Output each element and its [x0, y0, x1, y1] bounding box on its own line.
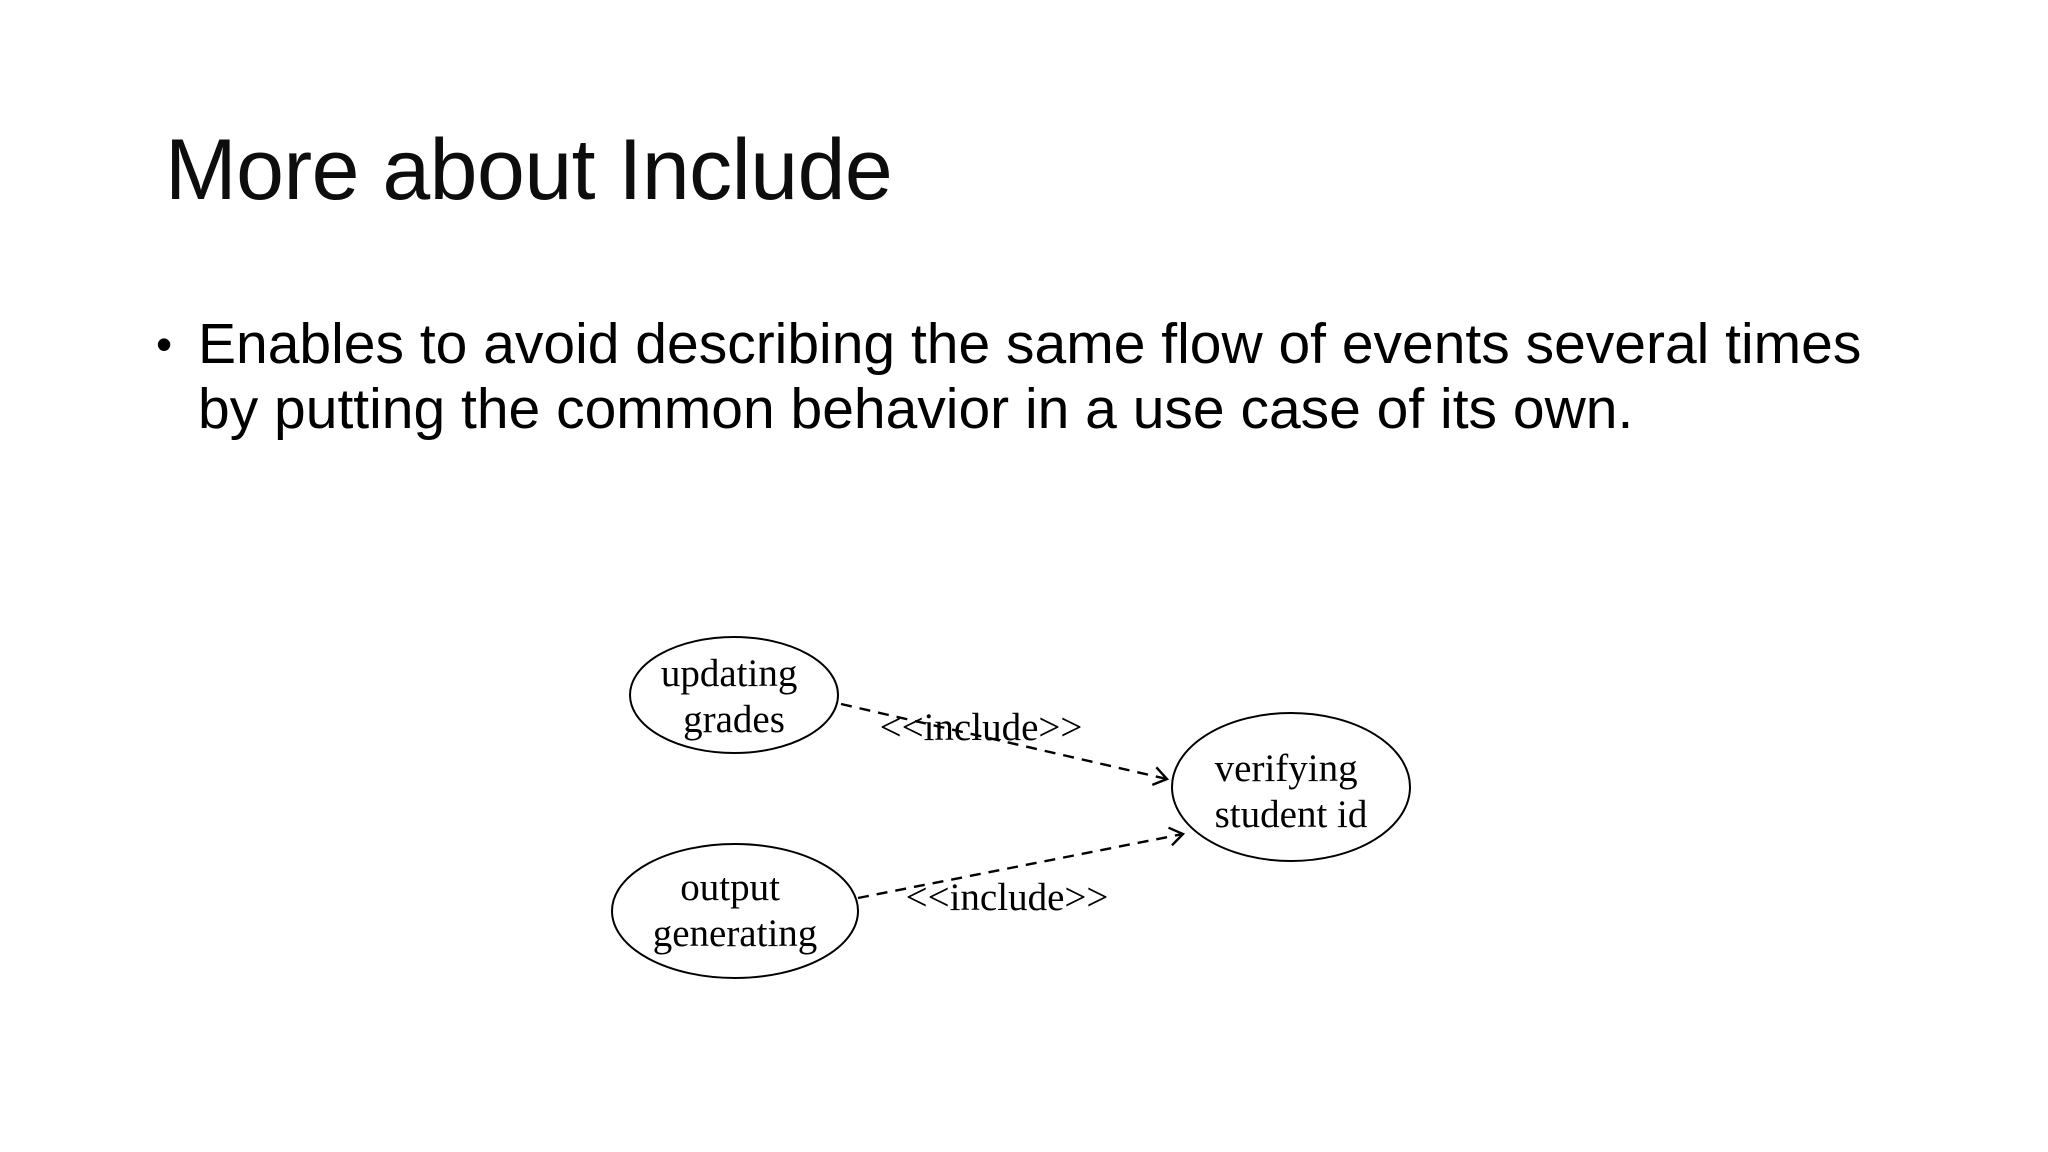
include-stereotype-label: <<include>>: [906, 876, 1109, 919]
bullet-marker: •: [156, 318, 173, 370]
slide-title: More about Include: [165, 122, 893, 218]
ellipse-output-generating: [611, 843, 859, 979]
use-case-label: updating grades: [661, 652, 807, 741]
ellipse-verifying-student-id: [1171, 712, 1411, 862]
include-edge-output-to-verifying: <<include>>: [857, 826, 1186, 919]
dashed-arrow: [857, 826, 1186, 900]
use-case-label: verifying student id: [1215, 747, 1368, 836]
include-edge-updating-to-verifying: <<include>>: [840, 702, 1170, 786]
bullet-text: Enables to avoid describing the same flo…: [198, 312, 1862, 441]
use-case-verifying-student-id: verifying student id: [1171, 712, 1411, 862]
use-case-output-generating: output generating: [611, 843, 859, 979]
use-case-updating-grades: updating grades: [629, 636, 839, 754]
use-case-label: output generating: [653, 866, 818, 955]
bullet-item: • Enables to avoid describing the same f…: [156, 312, 1918, 442]
include-stereotype-label: <<include>>: [880, 706, 1083, 749]
ellipse-updating-grades: [629, 636, 839, 754]
